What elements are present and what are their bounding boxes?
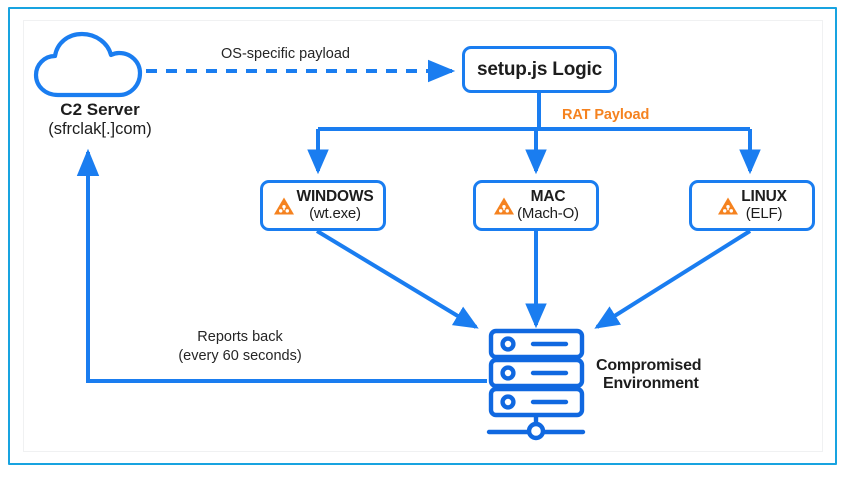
reports-back-label-line1: Reports back bbox=[197, 329, 283, 345]
compromised-environment-label-line1: Compromised bbox=[596, 357, 702, 374]
setup-js-logic-node[interactable]: setup.js Logic bbox=[462, 46, 617, 93]
os-artifact-windows: (wt.exe) bbox=[309, 204, 361, 222]
os-artifact-mac: (Mach-O) bbox=[517, 204, 579, 222]
edge-reports-back bbox=[76, 148, 487, 383]
inner-frame-border bbox=[23, 20, 823, 452]
hazard-triangle-icon bbox=[273, 196, 294, 215]
os-specific-payload-label: OS-specific payload bbox=[221, 46, 350, 62]
hazard-triangle-icon bbox=[718, 196, 739, 215]
c2-server-title: C2 Server bbox=[60, 100, 140, 119]
os-artifact-linux: (ELF) bbox=[745, 204, 783, 222]
reports-back-label-line2: (every 60 seconds) bbox=[178, 348, 302, 364]
rat-payload-label: RAT Payload bbox=[562, 107, 650, 123]
hazard-triangle-icon bbox=[494, 196, 515, 215]
edge-rat-distribution bbox=[307, 93, 761, 175]
os-node-mac[interactable]: MAC (Mach-O) bbox=[473, 180, 599, 231]
compromised-environment-label-line2: Environment bbox=[603, 375, 699, 392]
server-rack-icon bbox=[486, 328, 586, 441]
c2-server-domain: (sfrclak[.]com) bbox=[48, 120, 152, 138]
os-node-windows[interactable]: WINDOWS (wt.exe) bbox=[260, 180, 386, 231]
cloud-icon bbox=[33, 31, 143, 98]
edge-linux-to-server bbox=[594, 229, 752, 329]
setup-js-logic-label: setup.js Logic bbox=[477, 58, 602, 80]
edge-windows-to-server bbox=[315, 229, 479, 329]
os-node-linux[interactable]: LINUX (ELF) bbox=[689, 180, 815, 231]
os-name-linux: LINUX bbox=[741, 188, 787, 206]
os-name-windows: WINDOWS bbox=[296, 188, 374, 206]
outer-frame-border bbox=[8, 7, 837, 465]
os-name-mac: MAC bbox=[530, 188, 566, 206]
